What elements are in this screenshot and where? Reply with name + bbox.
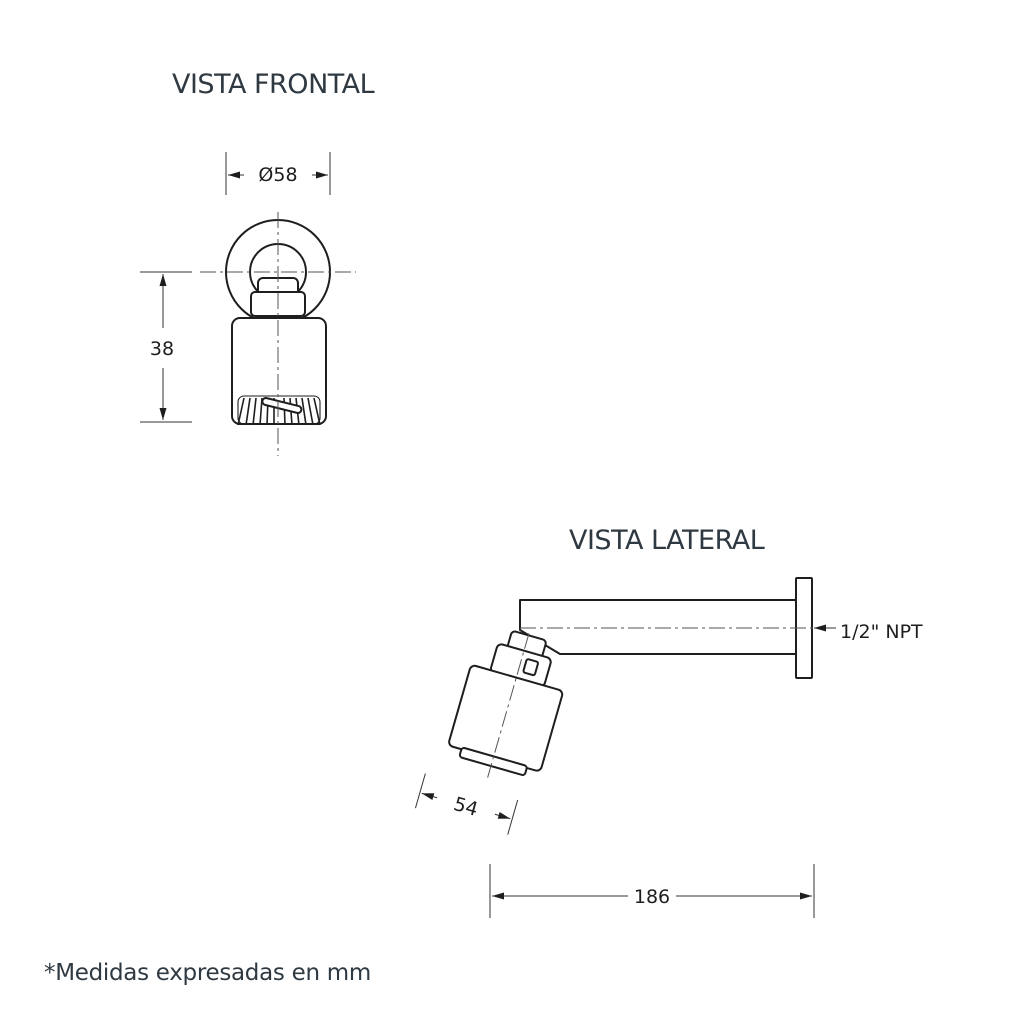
lateral-length-label: 186	[634, 886, 670, 908]
frontal-height-dimension: 38	[140, 271, 192, 423]
lateral-head-label: 54	[451, 793, 480, 821]
frontal-view: Ø58 38	[140, 152, 356, 456]
spray-adjust-lever	[261, 396, 303, 414]
lateral-view-title: VISTA LATERAL	[569, 525, 765, 556]
tilted-shower-head	[448, 630, 564, 778]
lateral-nozzle-rim	[458, 747, 528, 776]
nozzle-face-outline	[237, 395, 321, 425]
lateral-view: 54 186 1/2" NPT	[414, 577, 923, 918]
frontal-diameter-dimension: Ø58	[225, 152, 331, 195]
frontal-diameter-label: Ø58	[258, 164, 297, 186]
frontal-height-label: 38	[150, 338, 174, 360]
lateral-set-screw	[522, 658, 539, 677]
lateral-head-dimension: 54	[414, 773, 519, 835]
units-footnote: *Medidas expresadas en mm	[44, 960, 371, 986]
thread-label: 1/2" NPT	[840, 621, 923, 643]
frontal-view-title: VISTA FRONTAL	[172, 69, 375, 100]
shower-arm	[519, 599, 797, 655]
thread-callout: 1/2" NPT	[814, 621, 923, 643]
lateral-length-dimension: 186	[489, 864, 815, 918]
